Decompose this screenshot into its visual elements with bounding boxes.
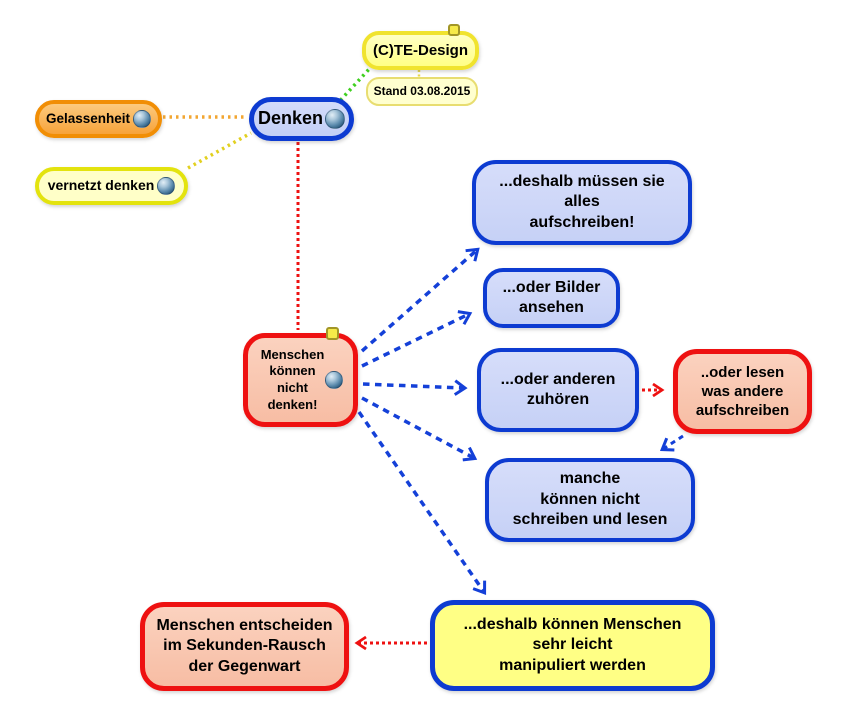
- node-alles-aufschreiben[interactable]: ...deshalb müssen sie alles aufschreiben…: [472, 160, 692, 245]
- node-label: ...oder Bilder ansehen: [502, 278, 601, 316]
- node-lesen-was-andere-aufschreiben[interactable]: ..oder lesen was andere aufschreiben: [673, 349, 812, 434]
- node-stand-datum[interactable]: Stand 03.08.2015: [366, 77, 478, 106]
- node-menschen-koennen-nicht-denken[interactable]: Menschen können nicht denken!: [243, 333, 358, 427]
- node-cte-design[interactable]: (C)TE-Design: [362, 31, 479, 70]
- node-label: ..oder lesen was andere aufschreiben: [695, 363, 790, 420]
- node-label: manche können nicht schreiben und lesen: [512, 470, 668, 529]
- node-label: Menschen können nicht denken!: [260, 346, 325, 412]
- node-label: ...deshalb können Menschen sehr leicht m…: [463, 615, 682, 674]
- arrow-center-zuhoeren: [362, 379, 468, 396]
- node-manche-koennen-nicht-schreiben[interactable]: manche können nicht schreiben und lesen: [485, 458, 695, 542]
- node-label: vernetzt denken: [47, 177, 155, 194]
- arrow-center-bilder: [361, 310, 473, 368]
- node-vernetzt-denken[interactable]: vernetzt denken: [35, 167, 188, 205]
- globe-icon: [325, 371, 344, 389]
- node-label: Gelassenheit: [45, 111, 131, 127]
- globe-icon: [133, 110, 152, 128]
- fold-handle-icon[interactable]: [326, 327, 339, 340]
- node-label: ...deshalb müssen sie alles aufschreiben…: [499, 172, 665, 231]
- node-manipuliert-werden[interactable]: ...deshalb können Menschen sehr leicht m…: [430, 600, 715, 691]
- globe-icon: [157, 177, 176, 195]
- globe-icon: [325, 109, 346, 129]
- node-label: Menschen entscheiden im Sekunden-Rausch …: [156, 616, 333, 675]
- node-label: (C)TE-Design: [373, 41, 468, 59]
- node-denken[interactable]: Denken: [249, 97, 354, 141]
- arrow-center-aufschreiben: [360, 247, 480, 353]
- link-vernetzt-denken: [187, 131, 252, 170]
- arrow-lesen-manche: [659, 434, 684, 452]
- arrow-center-manipuliert: [357, 411, 487, 595]
- node-gelassenheit[interactable]: Gelassenheit: [35, 100, 162, 138]
- node-label: ...oder anderen zuhören: [500, 370, 616, 408]
- node-label: Denken: [257, 108, 324, 129]
- fold-handle-icon[interactable]: [448, 24, 460, 36]
- arrow-center-manche: [361, 396, 478, 462]
- node-bilder-ansehen[interactable]: ...oder Bilder ansehen: [483, 268, 620, 328]
- node-label: Stand 03.08.2015: [373, 83, 471, 98]
- node-sekunden-rausch[interactable]: Menschen entscheiden im Sekunden-Rausch …: [140, 602, 349, 691]
- node-anderen-zuhoeren[interactable]: ...oder anderen zuhören: [477, 348, 639, 432]
